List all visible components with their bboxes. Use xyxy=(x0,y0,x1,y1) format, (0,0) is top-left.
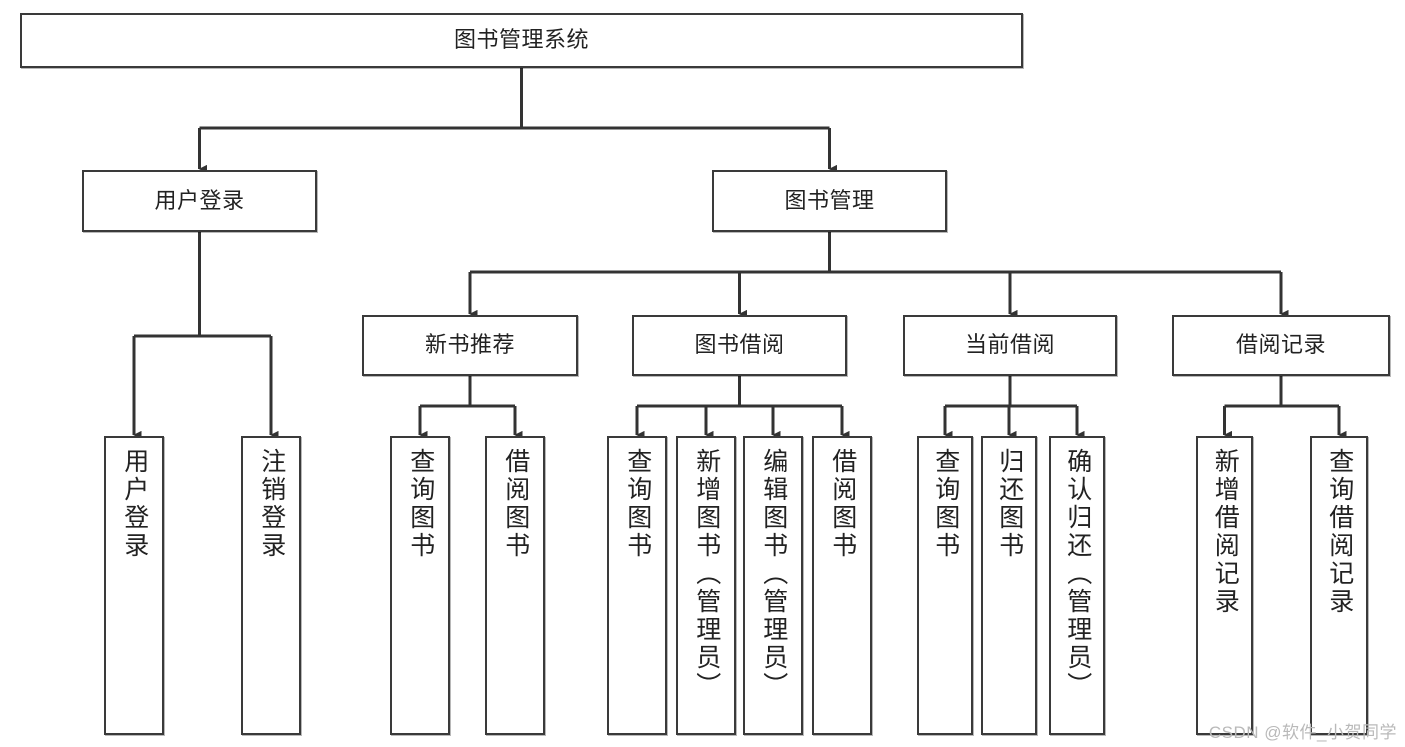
node-leaf_cb_query[interactable]: 查询图书 xyxy=(917,436,973,735)
node-leaf_rec_query[interactable]: 查询图书 xyxy=(390,436,450,735)
node-leaf_bb_query[interactable]: 查询图书 xyxy=(607,436,667,735)
node-leaf_bb_add[interactable]: 新增图书（管理员） xyxy=(676,436,736,735)
node-leaf_bb_borrow[interactable]: 借阅图书 xyxy=(812,436,872,735)
node-leaf_user_logout[interactable]: 注销登录 xyxy=(241,436,301,735)
node-new_book_rec[interactable]: 新书推荐 xyxy=(362,315,578,376)
node-label: 当前借阅 xyxy=(964,332,1055,358)
node-leaf_cb_confirm[interactable]: 确认归还（管理员） xyxy=(1049,436,1105,735)
node-user_login[interactable]: 用户登录 xyxy=(82,170,317,232)
node-leaf_bb_edit[interactable]: 编辑图书（管理员） xyxy=(743,436,803,735)
node-label: 借阅记录 xyxy=(1235,332,1326,358)
node-label: 新增图书（管理员） xyxy=(692,448,721,700)
node-label: 归还图书 xyxy=(995,448,1024,560)
watermark-text: CSDN @软件_小贺同学 xyxy=(1208,723,1397,742)
node-root[interactable]: 图书管理系统 xyxy=(20,13,1023,68)
node-current_borrow[interactable]: 当前借阅 xyxy=(903,315,1117,376)
node-leaf_br_add[interactable]: 新增借阅记录 xyxy=(1196,436,1253,735)
node-label: 用户登录 xyxy=(154,187,245,213)
node-label: 查询图书 xyxy=(623,448,652,560)
node-book_borrow[interactable]: 图书借阅 xyxy=(632,315,847,376)
node-borrow_record[interactable]: 借阅记录 xyxy=(1172,315,1390,376)
node-label: 编辑图书（管理员） xyxy=(759,448,788,700)
node-label: 新书推荐 xyxy=(424,332,515,358)
node-label: 查询图书 xyxy=(406,448,435,560)
node-label: 图书管理系统 xyxy=(453,27,589,53)
node-leaf_rec_borrow[interactable]: 借阅图书 xyxy=(485,436,545,735)
node-label: 新增借阅记录 xyxy=(1211,448,1240,616)
node-label: 确认归还（管理员） xyxy=(1063,448,1092,700)
node-label: 查询图书 xyxy=(931,448,960,560)
node-label: 用户登录 xyxy=(120,448,149,560)
node-label: 查询借阅记录 xyxy=(1325,448,1354,616)
node-label: 注销登录 xyxy=(257,448,286,560)
node-label: 图书借阅 xyxy=(694,332,785,358)
node-book_mgmt[interactable]: 图书管理 xyxy=(712,170,947,232)
node-label: 图书管理 xyxy=(784,187,875,213)
node-leaf_cb_return[interactable]: 归还图书 xyxy=(981,436,1037,735)
node-leaf_br_query[interactable]: 查询借阅记录 xyxy=(1310,436,1368,735)
node-label: 借阅图书 xyxy=(501,448,530,560)
connector-lines xyxy=(132,68,1347,440)
node-leaf_user_login[interactable]: 用户登录 xyxy=(104,436,164,735)
node-label: 借阅图书 xyxy=(828,448,857,560)
